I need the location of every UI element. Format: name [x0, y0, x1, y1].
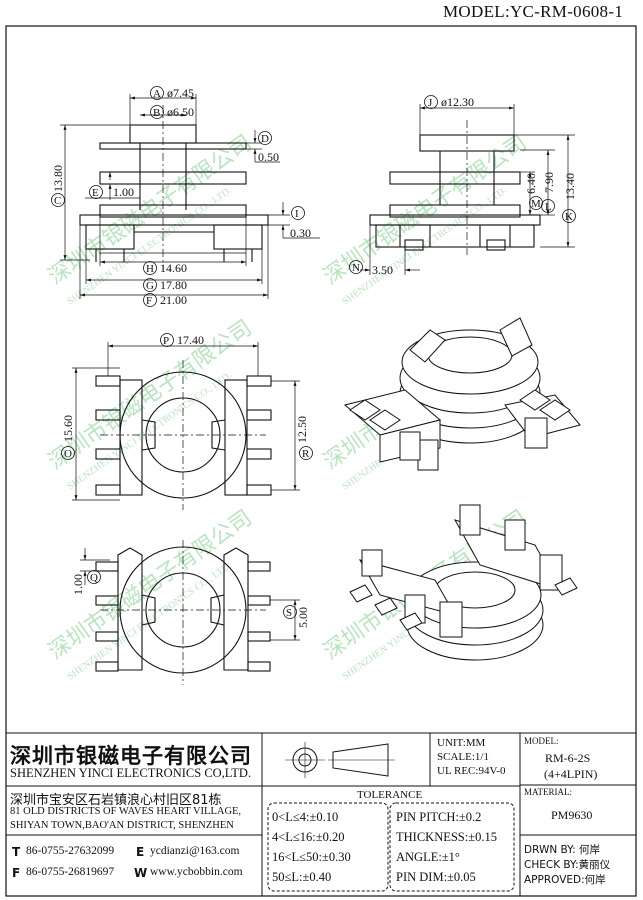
top-view-dims	[72, 342, 300, 501]
front-view	[79, 105, 269, 270]
side-view	[369, 120, 541, 255]
dim-letter-n: N	[352, 262, 360, 274]
dim-value-b: ø6.50	[167, 105, 194, 119]
material-label: MATERIAL:	[524, 787, 572, 797]
projection-symbol-icon	[285, 742, 395, 778]
dim-letter-k: K	[565, 211, 573, 223]
isometric-bottom-view	[349, 504, 578, 661]
dim-value-k: 13.40	[563, 173, 577, 200]
bottom-view	[95, 540, 271, 685]
dim-letter-r: R	[302, 448, 310, 460]
isometric-top-view	[343, 317, 581, 471]
dim-value-c: 13.80	[51, 165, 65, 192]
dim-value-s: 5.00	[296, 607, 310, 628]
dim-letter-e: E	[92, 187, 99, 199]
tolerance-title: TOLERANCE	[357, 789, 423, 801]
dim-letter-s: S	[286, 607, 292, 619]
web-label: W	[134, 866, 148, 880]
web-address: www.ycbobbin.com	[150, 866, 243, 878]
title-block-grid	[6, 732, 636, 896]
address-cn: 深圳市宝安区石岩镇浪心村旧区81栋	[10, 793, 222, 808]
side-view-dims	[360, 104, 575, 275]
tel-number: 86-0755-27632099	[26, 845, 115, 857]
watermark-cn: 深圳市银磁电子有限公司	[319, 130, 532, 289]
dim-value-j: ø12.30	[441, 95, 474, 109]
model-label: MODEL:	[524, 736, 559, 746]
unit-label: UNIT:MM	[437, 737, 486, 749]
model-title: MODEL:YC-RM-0608-1	[443, 2, 624, 21]
address-en-line2: SHIYAN TOWN,BAO'AN DISTRICT, SHENZHEN	[10, 820, 234, 831]
checked-by: CHECK BY:黄丽仪	[524, 859, 611, 871]
email-address: ycdianzi@163.com	[150, 845, 240, 857]
front-view-labels: A ø7.45 B ø6.50 C 13.80 D 0.50 E 1.00 I …	[51, 86, 311, 307]
tel-label: T	[12, 845, 21, 859]
drawn-by: DRWN BY: 何岸	[524, 844, 601, 856]
dim-value-l: 7.90	[542, 172, 556, 193]
bottom-view-dims	[80, 548, 300, 641]
approved-by: APPROVED:何岸	[524, 874, 606, 886]
side-view-labels: J ø12.30 K 13.40 L 7.90 M 6.40 N 3.50	[349, 95, 577, 277]
pin-dim: PIN DIM:±0.05	[396, 870, 476, 884]
company-name-en: SHENZHEN YINCI ELECTRONICS CO,LTD.	[10, 766, 252, 780]
dim-value-i: 0.30	[290, 226, 311, 240]
dim-value-f: 21.00	[160, 293, 187, 307]
dim-value-d: 0.50	[258, 150, 279, 164]
dim-value-p: 17.40	[177, 333, 204, 347]
dim-letter-h: H	[146, 263, 154, 275]
tolerance-line-4: 50≤L:±0.40	[272, 870, 332, 884]
fax-label: F	[12, 866, 21, 880]
top-view-labels: P 17.40 O 15.60 R 12.50	[61, 333, 313, 460]
company-name-cn: 深圳市银磁电子有限公司	[10, 744, 252, 768]
pin-pitch: PIN PITCH:±0.2	[396, 810, 482, 824]
dim-value-g: 17.80	[160, 278, 187, 292]
tolerance-line-2: 4<L≤16:±0.20	[272, 830, 345, 844]
email-label: E	[136, 845, 145, 859]
dim-value-o: 15.60	[61, 415, 75, 442]
dim-value-n: 3.50	[372, 263, 393, 277]
dim-letter-o: O	[64, 448, 72, 460]
tolerance-line-1: 0<L≤4:±0.10	[272, 810, 339, 824]
dim-letter-d: D	[261, 133, 269, 145]
dim-value-r: 12.50	[295, 416, 309, 443]
bottom-view-labels: Q 1.00 S 5.00	[71, 570, 310, 628]
dim-letter-a: A	[153, 88, 161, 100]
dim-letter-f: F	[146, 295, 152, 307]
dim-value-m: 6.40	[524, 173, 538, 194]
address-en-line1: 81 OLD DISTRICTS OF WAVES HEART VILLAGE,	[10, 806, 242, 817]
dim-letter-j: J	[428, 97, 433, 109]
dim-letter-b: B	[153, 107, 160, 119]
dim-value-h: 14.60	[160, 261, 187, 275]
dim-letter-c: C	[54, 195, 61, 207]
dim-letter-g: G	[146, 280, 154, 292]
dim-letter-i: I	[295, 208, 299, 220]
material-value: PM9630	[551, 808, 593, 822]
top-view	[95, 360, 272, 510]
dim-value-e: 1.00	[113, 185, 134, 199]
dim-value-a: ø7.45	[167, 86, 194, 100]
dim-letter-l: L	[545, 201, 552, 213]
dim-letter-p: P	[163, 335, 169, 347]
model-value: RM-6-2S	[545, 751, 591, 765]
scale-label: SCALE:1/1	[437, 751, 489, 763]
drawing-border	[5, 25, 637, 897]
dim-letter-q: Q	[90, 572, 98, 584]
thickness: THICKNESS:±0.15	[396, 830, 497, 844]
fax-number: 86-0755-26819697	[26, 866, 115, 878]
model-sub: (4+4LPIN)	[544, 767, 598, 781]
angle: ANGLE:±1°	[396, 850, 460, 864]
tolerance-line-3: 16<L≤50:±0.30	[272, 850, 351, 864]
dim-letter-m: M	[531, 198, 541, 210]
dim-value-q: 1.00	[71, 574, 85, 595]
ul-rec-label: UL REC:94V-0	[437, 765, 506, 777]
